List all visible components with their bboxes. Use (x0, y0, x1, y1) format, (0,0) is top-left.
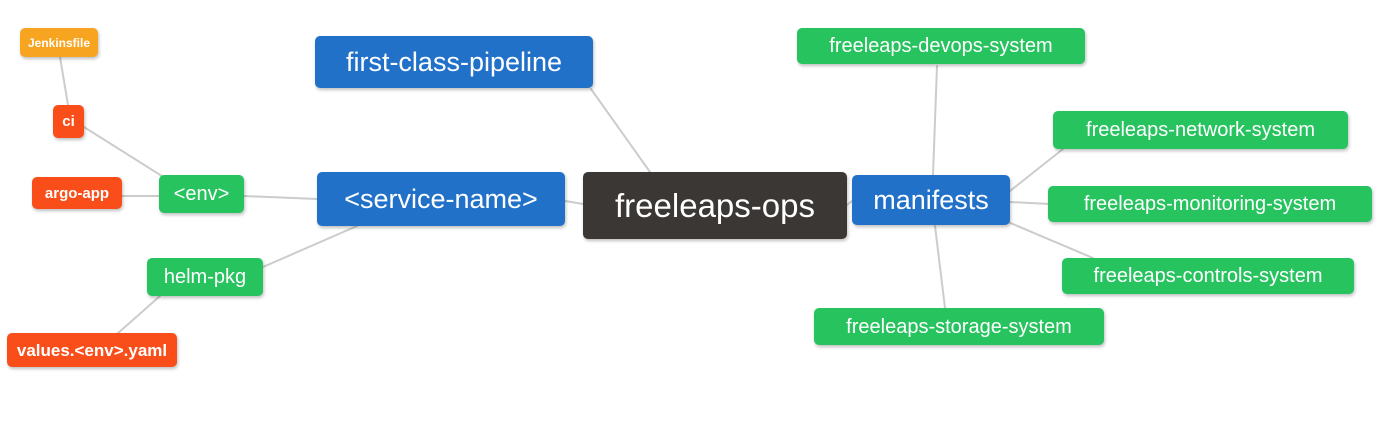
node-freeleaps-controls-system[interactable]: freeleaps-controls-system (1062, 258, 1354, 294)
edge-manifests-devops (932, 65, 938, 176)
node-service-name[interactable]: <service-name> (317, 172, 565, 226)
edge-helm-pkg-service-name (262, 225, 358, 268)
edge-values-helm-pkg (116, 295, 161, 335)
edge-pipeline-freeleaps-ops (590, 88, 651, 173)
edge-manifests-controls (1007, 221, 1094, 259)
node-manifests[interactable]: manifests (852, 175, 1010, 225)
node-ci[interactable]: ci (53, 105, 84, 138)
node-env[interactable]: <env> (159, 175, 244, 213)
node-freeleaps-storage-system[interactable]: freeleaps-storage-system (814, 308, 1104, 345)
edge-ci-env (83, 126, 166, 179)
node-first-class-pipeline[interactable]: first-class-pipeline (315, 36, 593, 88)
node-argo-app[interactable]: argo-app (32, 177, 122, 209)
node-freeleaps-devops-system[interactable]: freeleaps-devops-system (797, 28, 1085, 64)
node-helm-pkg[interactable]: helm-pkg (147, 258, 263, 296)
node-freeleaps-ops[interactable]: freeleaps-ops (583, 172, 847, 239)
edge-manifests-storage (934, 225, 946, 309)
edge-manifests-monitoring (1009, 201, 1051, 205)
node-values-env-yaml[interactable]: values.<env>.yaml (7, 333, 177, 367)
node-freeleaps-monitoring-system[interactable]: freeleaps-monitoring-system (1048, 186, 1372, 222)
edge-env-service-name (243, 195, 318, 200)
edge-service-freeleaps-ops (564, 200, 584, 205)
edge-freeleaps-ops-manifests (846, 200, 853, 206)
node-freeleaps-network-system[interactable]: freeleaps-network-system (1053, 111, 1348, 149)
edge-manifests-network (1009, 148, 1064, 192)
node-jenkinsfile[interactable]: Jenkinsfile (20, 28, 98, 57)
edge-jenkinsfile-ci (59, 56, 69, 106)
